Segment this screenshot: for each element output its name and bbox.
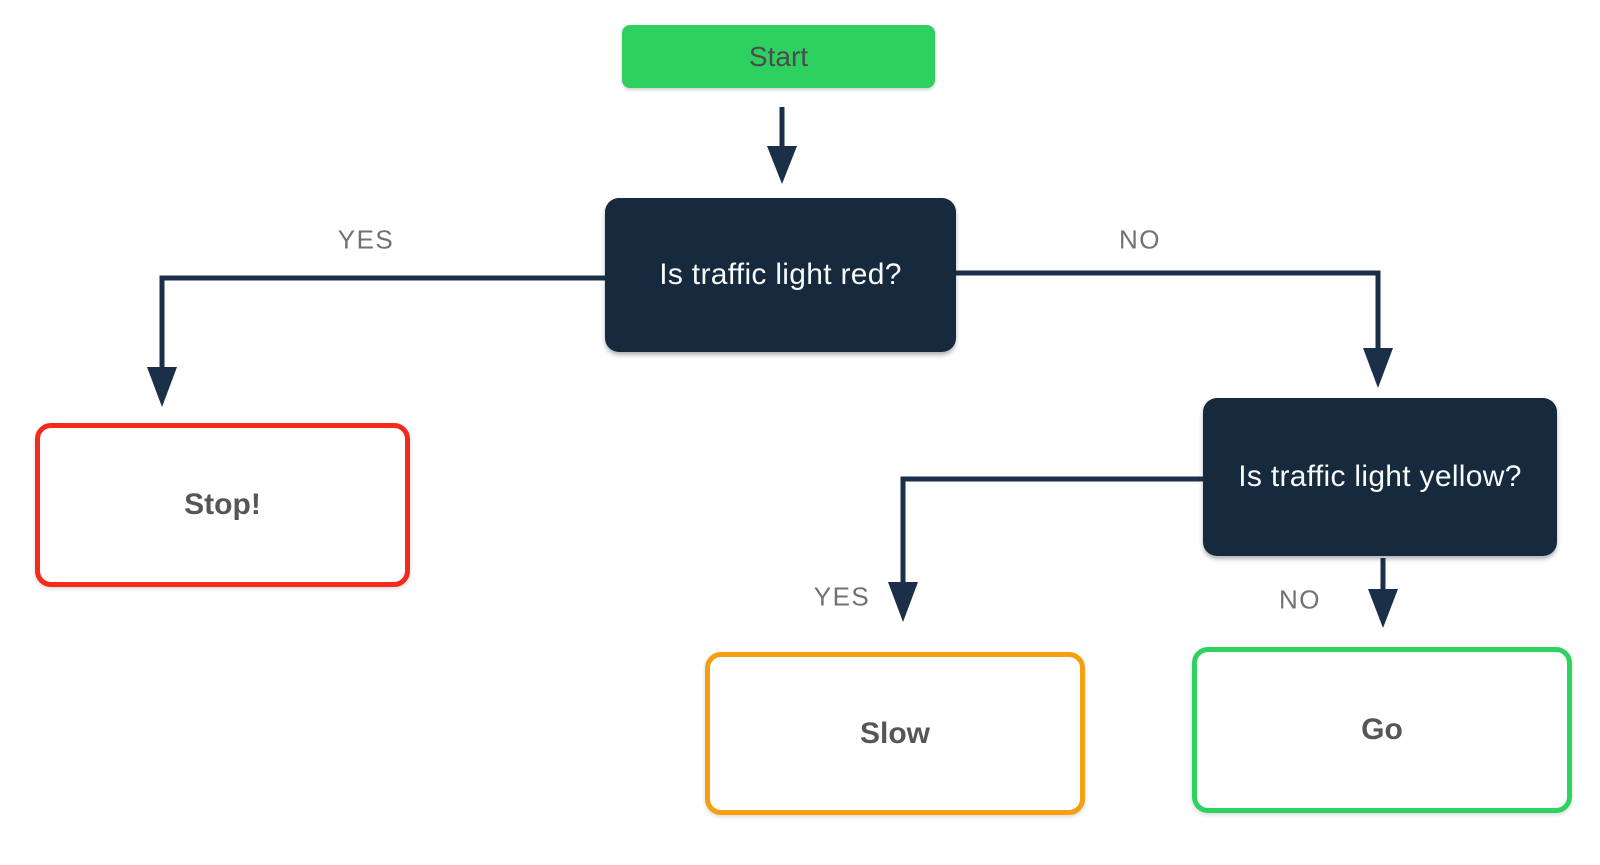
connector-yellow-question-yes-to-slow: [888, 476, 1203, 622]
edge-label-yellow-yes: YES: [813, 581, 871, 612]
connector-start-to-red-question: [767, 107, 797, 184]
connector-red-question-no-to-yellow-question: [956, 270, 1393, 388]
node-question-red-label: Is traffic light red?: [659, 258, 902, 291]
connector-yellow-question-no-to-go: [1368, 558, 1398, 628]
node-start-label: Start: [748, 40, 809, 72]
node-slow-label: Slow: [859, 716, 930, 750]
edge-label-yellow-no: NO: [1279, 584, 1321, 615]
node-go: Go: [1192, 647, 1572, 813]
node-stop-label: Stop!: [184, 488, 261, 521]
node-start: Start: [622, 25, 935, 88]
node-question-yellow: Is traffic light yellow?: [1203, 398, 1557, 556]
edge-label-red-yes: YES: [337, 224, 395, 255]
node-question-yellow-label: Is traffic light yellow?: [1238, 460, 1522, 493]
node-question-red: Is traffic light red?: [605, 198, 956, 352]
edge-label-red-no: NO: [1119, 224, 1161, 255]
node-slow: Slow: [705, 652, 1085, 815]
node-go-label: Go: [1361, 713, 1403, 746]
node-stop: Stop!: [35, 423, 410, 587]
connector-red-question-yes-to-stop: [147, 275, 605, 407]
